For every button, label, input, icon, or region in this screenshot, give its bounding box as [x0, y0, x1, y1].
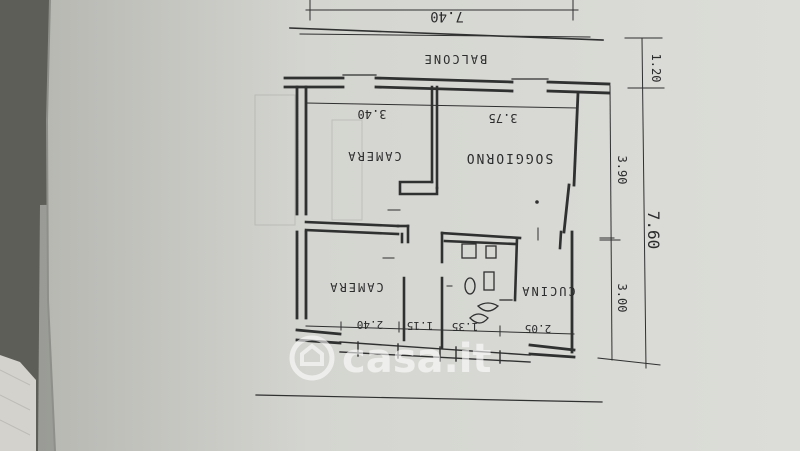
dim-balcony-depth: 1.20 — [649, 54, 663, 83]
room-label-kitchen: CUCINA — [520, 284, 575, 298]
room-label-balcony: BALCONE — [423, 52, 488, 66]
dim-room-width-right: 3.75 — [489, 111, 518, 125]
paper-sheet — [47, 0, 800, 451]
watermark-text: casa.it — [342, 336, 492, 382]
dim-right-total: 7.60 — [644, 211, 663, 250]
floor-plan-drawing — [255, 0, 665, 403]
dim-right-upper: 3.90 — [615, 156, 629, 185]
dim-bottom-1: 2.40 — [357, 318, 384, 331]
room-label-bedroom-upper: CAMERA — [346, 149, 401, 163]
faint-stamp — [254, 94, 363, 226]
dim-bottom-3: 1.35 — [452, 320, 479, 333]
cloth-corner — [0, 355, 36, 451]
dim-bottom-4: 2.05 — [525, 322, 552, 335]
dim-right-lower: 3.00 — [615, 284, 629, 313]
watermark: casa.it — [289, 335, 492, 382]
room-label-living: SOGGIORNO — [465, 150, 553, 165]
room-label-bedroom-lower: CAMERA — [328, 280, 383, 294]
dim-room-width-left: 3.40 — [358, 107, 387, 121]
dim-top-total: 7.40 — [430, 8, 464, 24]
dim-bottom-2: 1.15 — [407, 319, 434, 332]
house-icon — [300, 343, 324, 366]
